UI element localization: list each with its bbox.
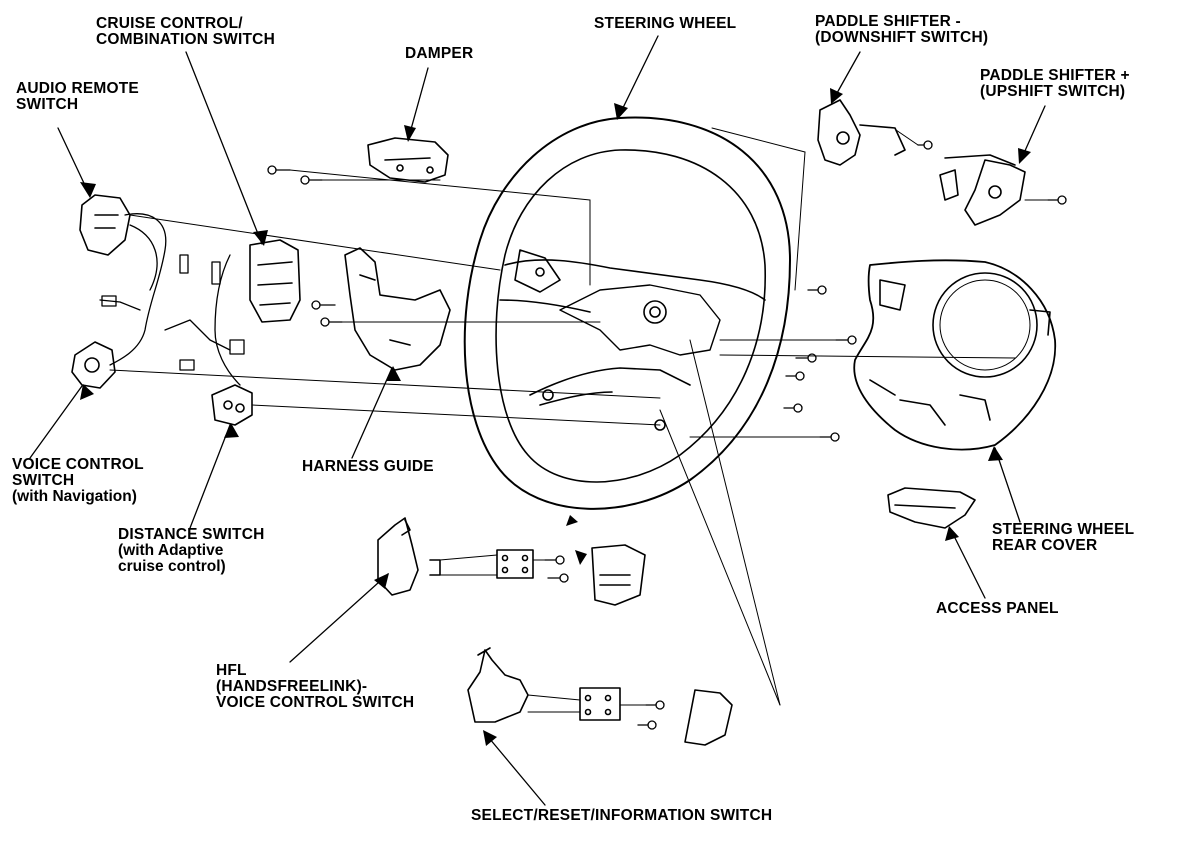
label-line: SELECT/RESET/INFORMATION SWITCH [471, 807, 773, 824]
hfl-bracket [496, 549, 534, 579]
label-line: HARNESS GUIDE [302, 458, 434, 475]
label-line: SWITCH [16, 96, 79, 113]
harness-guide-label: HARNESS GUIDE [302, 459, 434, 475]
label-line: COMBINATION SWITCH [96, 31, 275, 48]
label-line: PADDLE SHIFTER + [980, 67, 1130, 84]
steering-wheel [463, 116, 791, 510]
select-reset-switch-label: SELECT/RESET/INFORMATION SWITCH [471, 808, 772, 824]
harness-guide [344, 247, 451, 371]
voice-control-switch [71, 341, 116, 389]
label-line: ACCESS PANEL [936, 600, 1059, 617]
label-line: cruise control) [118, 558, 226, 575]
select-reset-bracket [579, 687, 621, 721]
select-reset-switch [467, 647, 529, 723]
label-line: STEERING WHEEL [594, 15, 737, 32]
bolts [267, 140, 1067, 730]
label-line: DISTANCE SWITCH [118, 526, 265, 543]
paddle-shifter-minus [817, 99, 906, 166]
paddle-downshift-label: PADDLE SHIFTER - (DOWNSHIFT SWITCH) [815, 14, 988, 46]
label-line: AUDIO REMOTE [16, 80, 139, 97]
label-line: (with Adaptive [118, 542, 224, 559]
access-panel [887, 487, 976, 529]
label-line: DAMPER [405, 45, 474, 62]
voice-control-label: VOICE CONTROL SWITCH (with Navigation) [12, 457, 144, 505]
label-line: REAR COVER [992, 537, 1098, 554]
steering-wheel-label: STEERING WHEEL [594, 16, 736, 32]
leader-lines [29, 35, 1046, 806]
label-line: (HANDSFREELINK)- [216, 678, 368, 695]
label-line: VOICE CONTROL SWITCH [216, 694, 415, 711]
cruise-control-label: CRUISE CONTROL/ COMBINATION SWITCH [96, 16, 275, 48]
rear-cover-label: STEERING WHEEL REAR COVER [992, 522, 1134, 554]
label-line: (DOWNSHIFT SWITCH) [815, 29, 989, 46]
wiring-harness [99, 213, 245, 386]
distance-switch-label: DISTANCE SWITCH (with Adaptive cruise co… [118, 527, 265, 575]
audio-remote-switch-label: AUDIO REMOTE SWITCH [16, 81, 139, 113]
label-line: SWITCH [12, 472, 75, 489]
label-line: (UPSHIFT SWITCH) [980, 83, 1126, 100]
select-reset-cover [684, 689, 733, 746]
damper-label: DAMPER [405, 46, 473, 62]
access-panel-label: ACCESS PANEL [936, 601, 1059, 617]
hfl-switch-label: HFL (HANDSFREELINK)- VOICE CONTROL SWITC… [216, 663, 414, 711]
paddle-upshift-label: PADDLE SHIFTER + (UPSHIFT SWITCH) [980, 68, 1130, 100]
hfl-cover [591, 544, 646, 606]
label-line: PADDLE SHIFTER - [815, 13, 961, 30]
label-line: VOICE CONTROL [12, 456, 144, 473]
cruise-control-switch [249, 239, 301, 323]
hfl-switch [377, 517, 441, 596]
label-line: HFL [216, 662, 247, 679]
label-line: (with Navigation) [12, 488, 137, 505]
label-line: CRUISE CONTROL/ [96, 15, 243, 32]
steering-wheel-rear-cover [853, 259, 1057, 451]
audio-remote-switch [79, 194, 131, 256]
label-line: STEERING WHEEL [992, 521, 1135, 538]
distance-switch [211, 384, 253, 426]
paddle-shifter-plus [939, 154, 1026, 226]
damper [367, 137, 449, 183]
